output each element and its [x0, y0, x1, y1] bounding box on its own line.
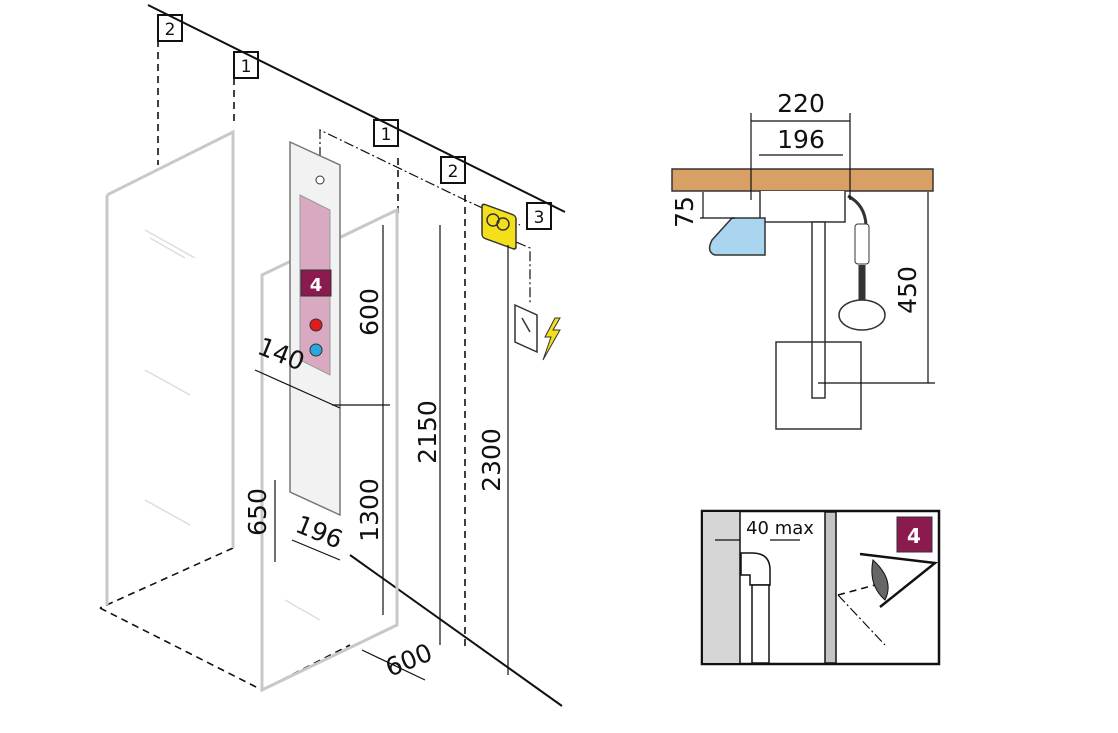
svg-text:3: 3	[534, 208, 545, 228]
floor-line	[349, 554, 563, 707]
dim-2150: 2150	[413, 400, 442, 464]
dim-600-depth: 600	[381, 638, 436, 683]
hose	[847, 194, 868, 226]
svg-text:2: 2	[448, 162, 459, 182]
wire-route	[499, 234, 531, 305]
zone-tag-2b: 2	[440, 156, 466, 184]
zone-tag-1a: 1	[233, 51, 259, 79]
panel-badge	[300, 269, 332, 297]
ceiling-slab	[671, 168, 934, 192]
zone-tag-3: 3	[526, 202, 552, 230]
dim-450: 450	[893, 266, 922, 314]
zone-tag-2a: 2	[157, 14, 183, 42]
dim-600-vertical: 600	[355, 288, 384, 336]
glass-panel-front	[260, 207, 399, 693]
dim-75: 75	[670, 196, 699, 228]
panel-badge-label: 4	[310, 275, 323, 296]
glass-reflection	[144, 229, 321, 621]
transformer-icon	[481, 203, 517, 250]
svg-text:2: 2	[165, 20, 176, 40]
floor-outline	[99, 547, 351, 691]
glass-panel-left	[105, 129, 235, 605]
shower-column	[811, 221, 826, 399]
dim-196-top: 196	[777, 125, 825, 154]
switch-icon	[514, 303, 538, 354]
mounting-box	[759, 191, 846, 223]
cold-water-icon	[309, 343, 323, 357]
base-plate	[775, 341, 862, 430]
dim-2300: 2300	[477, 428, 506, 492]
basin	[708, 217, 766, 256]
pipe	[751, 584, 770, 664]
dim-650: 650	[243, 488, 272, 536]
top-view: 220 196 75 450	[670, 89, 935, 430]
dim-220: 220	[777, 89, 825, 118]
detail-badge	[896, 516, 933, 553]
hand-shower-holder	[854, 223, 870, 265]
electric-icon	[542, 317, 561, 361]
hot-water-icon	[309, 318, 323, 332]
svg-text:1: 1	[241, 57, 252, 77]
zone-tag-1b: 1	[373, 119, 399, 147]
svg-text:1: 1	[381, 125, 392, 145]
dim-40-max: 40 max	[746, 518, 814, 539]
dim-196: 196	[292, 510, 347, 555]
dimension-lines	[254, 225, 509, 681]
pipe-elbow	[740, 552, 771, 586]
dim-1300: 1300	[355, 478, 384, 542]
ceiling-line	[147, 4, 566, 213]
outlet-icon	[315, 175, 325, 185]
shower-head-icon	[838, 299, 886, 331]
eye-icon	[859, 552, 939, 608]
detail-badge-label: 4	[907, 524, 921, 548]
detail-panel: 40 max 4	[700, 509, 941, 666]
